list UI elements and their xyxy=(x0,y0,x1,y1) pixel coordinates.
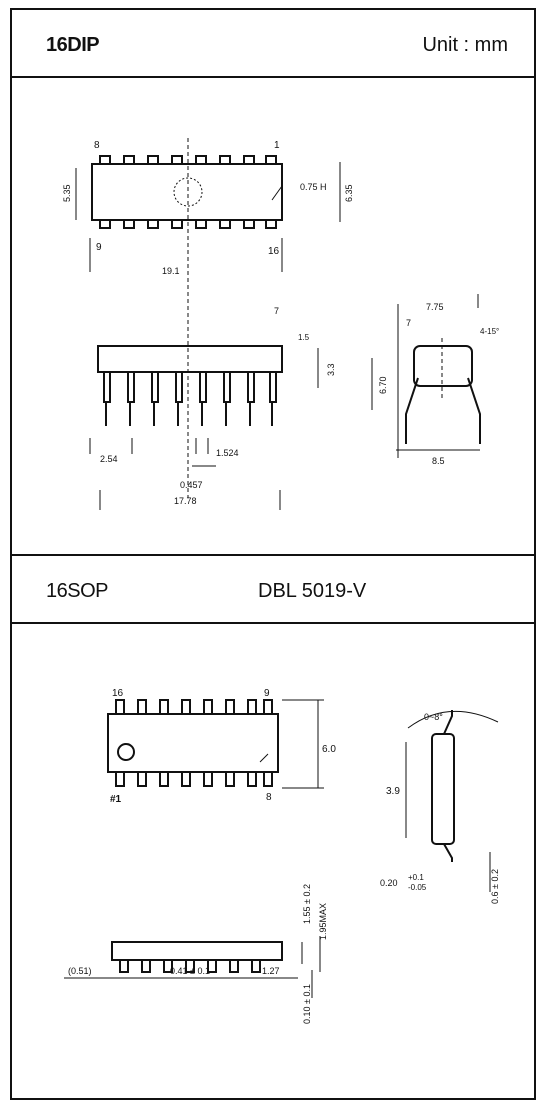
sop-dim-051: (0.51) xyxy=(68,966,92,976)
sop-tol-minus: -0.05 xyxy=(408,883,427,892)
dip-dim-535: 5.35 xyxy=(62,184,72,202)
sop-dim-127: 1.27 xyxy=(262,966,280,976)
sop-dim-thickness: 0.20 xyxy=(380,878,398,888)
dip-dim-670: 6.70 xyxy=(378,376,388,394)
sop-header: 16SOP DBL 5019-V xyxy=(12,556,534,624)
dip-end-dim-7: 7 xyxy=(406,318,411,328)
dip-side-view: 7 1.5 3.3 2.54 1.524 0.457 17.78 xyxy=(89,306,336,510)
sop-dim-width: 6.0 xyxy=(322,744,336,755)
sop-pin-1-label: #1 xyxy=(110,794,122,805)
dip-pin-9-label: 9 xyxy=(96,242,102,253)
dip-header: 16DIP Unit : mm xyxy=(12,10,534,78)
dip-dim-pitch: 2.54 xyxy=(100,454,118,464)
dip-dim-075: 0.75 H xyxy=(300,182,327,192)
dip-pin-1-label: 1 xyxy=(274,140,280,151)
sop-dim-angle: 0~8° xyxy=(424,712,443,722)
sop-title: 16SOP xyxy=(46,580,108,602)
dip-dim-1524: 1.524 xyxy=(216,448,239,458)
sop-dim-041: 0.41 ± 0.1 xyxy=(170,966,210,976)
sop-dim-155: 1.55 ± 0.2 xyxy=(302,884,312,924)
dip-dim-15: 1.5 xyxy=(298,333,310,342)
dip-dim-1778: 17.78 xyxy=(174,496,197,506)
dip-pin-16-label: 16 xyxy=(268,246,280,257)
dip-dim-angle: 4-15° xyxy=(480,327,499,336)
dip-pin-8-label: 8 xyxy=(94,140,100,151)
sop-dim-39: 3.9 xyxy=(386,786,400,797)
sop-dim-195: 1.95MAX xyxy=(318,903,328,940)
sop-pin-16-label: 16 xyxy=(112,688,124,699)
dip-dim-0457: 0.457 xyxy=(180,480,203,490)
sop-tol-plus: +0.1 xyxy=(408,873,424,882)
sop-end-view: 0~8° 3.9 0.20 +0.1 -0.05 0.6 ± 0.2 xyxy=(380,710,500,904)
sop-dim-010: 0.10 ± 0.1 xyxy=(302,984,312,1024)
sop-dim-06: 0.6 ± 0.2 xyxy=(490,869,500,904)
dip-title: 16DIP xyxy=(46,34,100,56)
sop-pin-9-label: 9 xyxy=(264,688,270,699)
dip-dim-7: 7 xyxy=(274,306,279,316)
section-divider xyxy=(12,554,534,556)
unit-label: Unit : mm xyxy=(422,34,508,56)
dip-dim-85: 8.5 xyxy=(432,456,445,466)
dip-dim-length: 19.1 xyxy=(162,266,180,276)
dip-dim-775: 7.75 xyxy=(426,302,444,312)
dip-dim-33: 3.3 xyxy=(326,363,336,376)
sop-top-view: 16 9 #1 8 6.0 xyxy=(107,688,336,805)
sop-side-view: 1.55 ± 0.2 1.95MAX (0.51) 0.41 ± 0.1 1.2… xyxy=(64,884,328,1024)
dip-drawing: 8 1 9 16 5.35 0.75 H 6.35 19.1 7 1.5 3.3 xyxy=(62,138,499,510)
dip-dim-635: 6.35 xyxy=(344,184,354,202)
package-drawing-sheet: 16DIP Unit : mm 8 1 9 16 5.35 0.75 H 6.3… xyxy=(10,8,536,1100)
sop-drawing: 16 9 #1 8 6.0 0~8° 3.9 0.20 +0.1 -0.05 0… xyxy=(64,688,500,1024)
sop-part-number: DBL 5019-V xyxy=(258,580,367,602)
dip-top-view: 8 1 9 16 5.35 0.75 H 6.35 19.1 xyxy=(62,138,354,498)
sop-pin-8-label: 8 xyxy=(266,792,272,803)
dip-end-view: 7.75 7 4-15° 6.70 8.5 xyxy=(371,294,499,466)
